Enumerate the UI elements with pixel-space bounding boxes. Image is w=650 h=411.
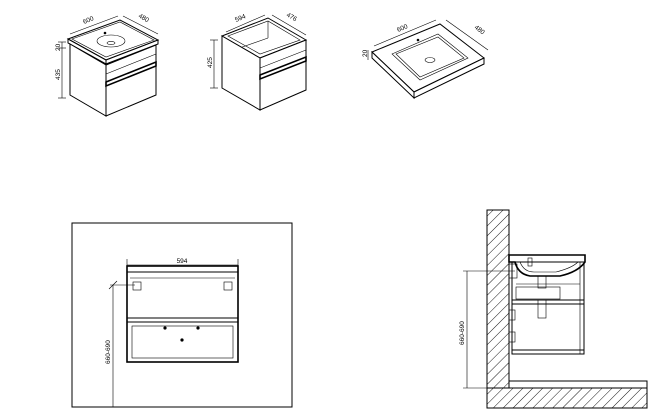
wall-outline [71,222,293,408]
wall-section [486,209,510,389]
iso1-top-height-label: 20 [55,43,62,51]
iso3-depth-label: 480 [473,24,486,36]
iso-sink: 600 480 20 [362,19,489,100]
front-width-label: 594 [177,258,188,265]
iso2-height-label: 425 [207,57,214,68]
iso2-width-label: 594 [234,13,247,24]
front-mount-height-label: 660-690 [105,340,112,364]
front-view: 594 660-690 [71,222,293,408]
iso1-depth-label: 480 [137,13,150,25]
iso3-width-label: 600 [396,23,409,34]
side-mount-height-label: 660-690 [459,321,466,345]
side-view: 660-690 [459,209,648,409]
front-cabinet [126,265,239,363]
iso-cabinet: 594 476 425 [207,12,308,111]
floor-section [486,387,648,409]
iso1-width-label: 600 [82,15,95,26]
iso3-top-height-label: 20 [362,49,369,57]
iso-cabinet-with-sink: 600 480 20 435 [55,13,160,117]
iso2-depth-label: 476 [285,12,298,24]
iso1-height-label: 435 [55,69,62,80]
